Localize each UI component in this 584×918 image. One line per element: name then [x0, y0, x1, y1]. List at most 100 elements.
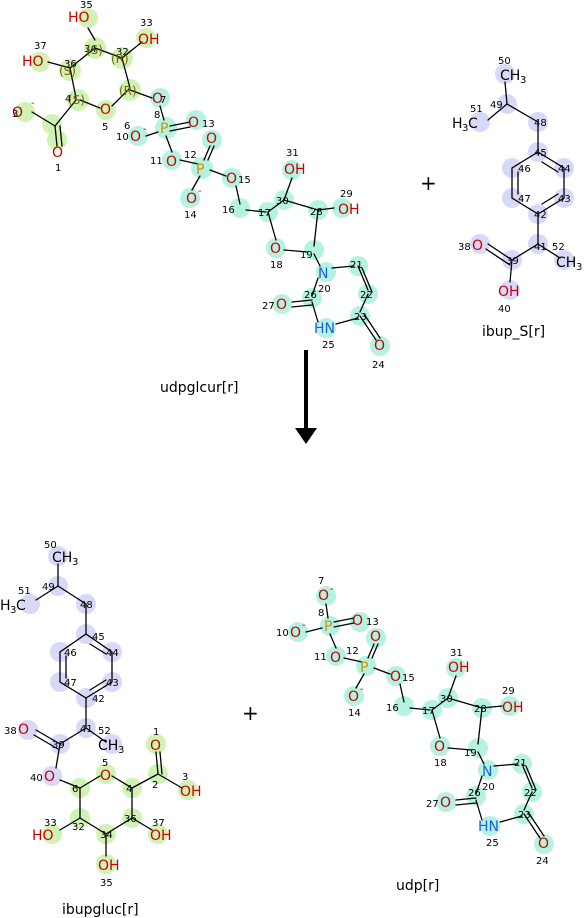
svg-text:40: 40: [30, 773, 43, 784]
product-name-udp: udp[r]: [396, 878, 439, 894]
svg-text:P: P: [196, 162, 204, 178]
svg-text:7: 7: [160, 95, 166, 106]
svg-text:22: 22: [524, 788, 537, 799]
svg-text:18: 18: [434, 758, 447, 769]
svg-text:41: 41: [534, 242, 547, 253]
svg-text:14: 14: [348, 708, 361, 719]
svg-text:O: O: [472, 238, 483, 254]
svg-text:-: -: [143, 124, 147, 135]
svg-text:O: O: [434, 739, 445, 755]
svg-text:OH: OH: [150, 828, 172, 844]
svg-text:P: P: [360, 660, 368, 676]
svg-text:1: 1: [153, 727, 159, 738]
svg-text:41: 41: [80, 724, 93, 735]
svg-text:(R): (R): [111, 52, 129, 66]
svg-text:OH: OH: [98, 858, 120, 874]
svg-text:23: 23: [354, 312, 367, 323]
svg-text:45: 45: [92, 632, 105, 643]
ibupgluc-bonds: [33, 563, 183, 857]
svg-text:-: -: [302, 620, 306, 631]
svg-text:-: -: [31, 98, 35, 109]
svg-text:28: 28: [310, 207, 323, 218]
svg-text:O: O: [370, 629, 381, 645]
svg-text:29: 29: [502, 686, 515, 697]
svg-text:OH: OH: [502, 700, 524, 716]
svg-text:30: 30: [440, 694, 453, 705]
svg-text:15: 15: [238, 175, 251, 186]
svg-text:5: 5: [102, 122, 108, 133]
plus-sign-top: +: [420, 171, 437, 195]
svg-text:2: 2: [152, 780, 158, 791]
svg-text:O: O: [152, 91, 163, 107]
svg-text:37: 37: [34, 41, 47, 52]
svg-text:13: 13: [202, 119, 215, 130]
svg-text:OH: OH: [498, 284, 520, 300]
svg-text:30: 30: [276, 196, 289, 207]
svg-text:1: 1: [55, 163, 61, 174]
svg-text:OH: OH: [138, 32, 160, 48]
svg-text:CH: CH: [500, 68, 520, 84]
svg-text:CH: CH: [52, 550, 72, 566]
svg-text:O: O: [538, 836, 549, 852]
svg-text:HN: HN: [478, 819, 499, 835]
svg-text:21: 21: [514, 758, 527, 769]
reactant-name-ibup: ibup_S[r]: [482, 324, 545, 340]
svg-text:19: 19: [300, 250, 313, 261]
svg-text:31: 31: [450, 648, 463, 659]
svg-text:18: 18: [270, 260, 283, 271]
svg-text:47: 47: [64, 678, 77, 689]
svg-text:(S): (S): [59, 64, 76, 78]
svg-text:27: 27: [262, 301, 275, 312]
svg-text:5: 5: [102, 758, 108, 769]
svg-text:7: 7: [318, 576, 324, 587]
svg-text:O: O: [44, 769, 55, 785]
ibupgluc-atoms: CH 3 50 49 H 3 C 51 48 45 44 43 42 47 46…: [0, 540, 202, 889]
svg-text:4: 4: [65, 94, 71, 105]
svg-text:P: P: [324, 619, 332, 635]
svg-text:27: 27: [426, 799, 439, 810]
udpglcur-bonds: [31, 27, 381, 341]
svg-text:3: 3: [118, 745, 124, 756]
svg-text:O: O: [318, 588, 329, 604]
svg-text:-: -: [330, 584, 334, 595]
svg-text:37: 37: [152, 818, 165, 829]
svg-text:21: 21: [350, 260, 363, 271]
svg-text:(S): (S): [86, 43, 103, 57]
udp-atoms: O - 7 8 P O 13 O O - 10 O 11 P 12 O - 14…: [276, 576, 549, 867]
svg-text:52: 52: [552, 242, 565, 253]
svg-text:51: 51: [470, 104, 483, 115]
svg-text:20: 20: [482, 782, 495, 793]
svg-text:48: 48: [534, 118, 547, 129]
svg-text:O: O: [206, 131, 217, 147]
svg-text:44: 44: [106, 648, 119, 659]
svg-text:O: O: [352, 613, 363, 629]
svg-text:OH: OH: [180, 784, 202, 800]
svg-text:OH: OH: [284, 162, 306, 178]
svg-text:OH: OH: [338, 202, 360, 218]
udp-bonds: [305, 603, 545, 839]
svg-text:O: O: [188, 115, 199, 131]
svg-text:28: 28: [474, 704, 487, 715]
svg-text:O: O: [18, 722, 29, 738]
svg-text:22: 22: [360, 290, 373, 301]
svg-text:31: 31: [286, 148, 299, 159]
svg-text:49: 49: [490, 100, 503, 111]
svg-text:35: 35: [100, 878, 113, 889]
svg-text:38: 38: [4, 726, 17, 737]
svg-text:10: 10: [116, 132, 129, 143]
ibup-highlights: [470, 64, 574, 300]
svg-text:45: 45: [534, 148, 547, 159]
svg-text:25: 25: [322, 340, 335, 351]
svg-text:H: H: [0, 598, 11, 614]
svg-text:8: 8: [154, 110, 160, 121]
svg-text:O: O: [330, 650, 341, 666]
svg-text:O: O: [52, 145, 63, 161]
svg-text:51: 51: [18, 586, 31, 597]
svg-text:N: N: [318, 266, 328, 282]
svg-text:O: O: [374, 338, 385, 354]
svg-text:4: 4: [126, 784, 132, 795]
svg-text:HO: HO: [32, 828, 54, 844]
reaction-arrow: [295, 350, 317, 444]
svg-text:42: 42: [534, 210, 547, 221]
